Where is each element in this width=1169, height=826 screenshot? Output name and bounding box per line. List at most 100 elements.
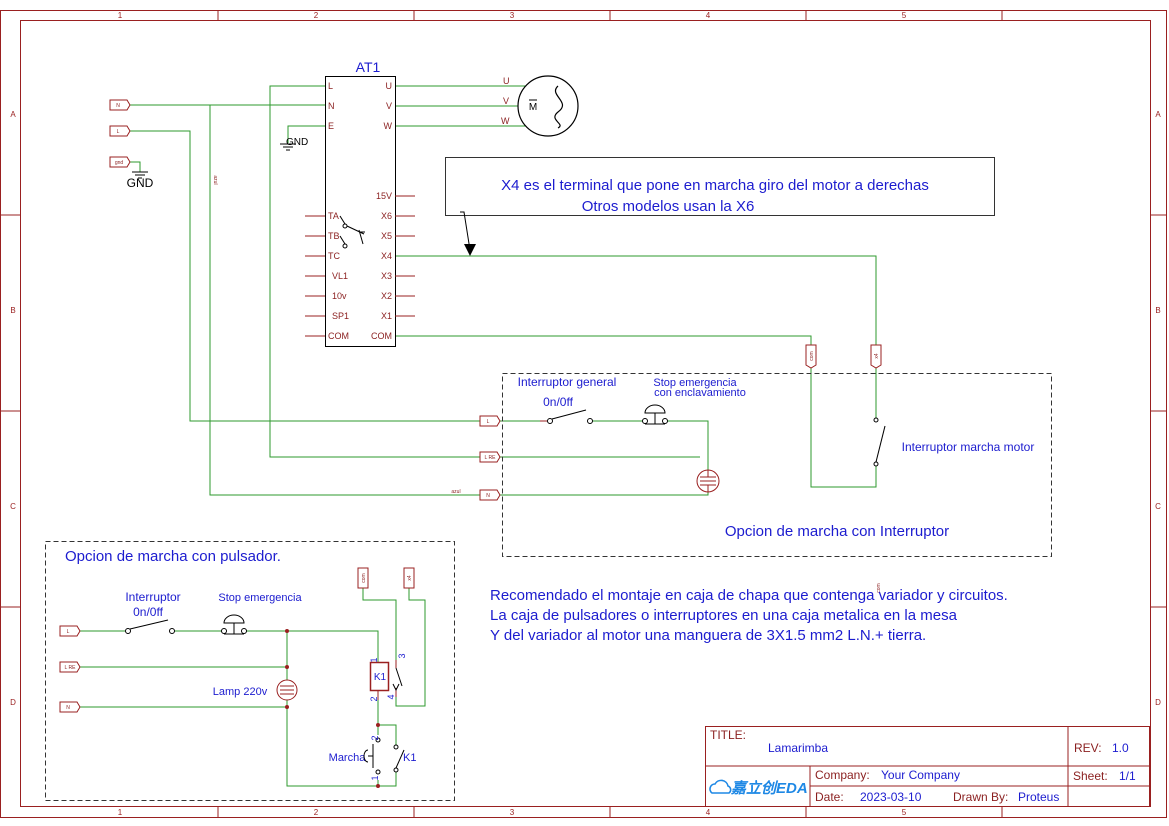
svg-text:W: W [384, 121, 393, 131]
svg-text:gnd: gnd [115, 160, 124, 166]
k1-contact [393, 744, 405, 773]
wire-label: azul [212, 175, 218, 184]
wires [80, 85, 877, 787]
button-pin: 2 [370, 735, 380, 740]
net-flag-n: N [109, 99, 131, 111]
button-option-box: Opcion de marcha con pulsador. Interrupt… [45, 541, 455, 801]
net-flag-n2: N [59, 701, 81, 713]
start-pushbutton: 2 1 [363, 735, 381, 781]
svg-text:N: N [328, 101, 335, 111]
wire-label: azul [451, 489, 460, 495]
right-pin-lines [395, 195, 415, 317]
ground-symbol [132, 171, 148, 179]
svg-text:VL1: VL1 [332, 271, 348, 281]
col-number: 5 [902, 808, 907, 817]
company-value: Your Company [881, 768, 960, 782]
recommendation-line: Y del variador al motor una manguera de … [490, 627, 926, 644]
rev-label: REV: [1074, 741, 1102, 755]
svg-text:N: N [66, 705, 70, 711]
net-flag-l: L [109, 125, 131, 137]
row-letter: D [1155, 698, 1161, 707]
motor-terminal-labels: U V W [501, 76, 510, 126]
svg-text:L: L [487, 419, 490, 425]
col-number: 4 [706, 11, 711, 20]
row-letter: B [10, 306, 15, 315]
recommendation-line: La caja de pulsadores o interruptores en… [490, 607, 958, 624]
svg-text:SP1: SP1 [332, 311, 349, 321]
svg-text:V: V [503, 96, 509, 106]
switch-option-title: Opcion de marcha con Interruptor [725, 523, 949, 540]
switch-option-box: Opcion de marcha con Interruptor Interru… [502, 373, 1052, 557]
button-option-title: Opcion de marcha con pulsador. [65, 548, 281, 565]
emergency-stop [221, 614, 247, 635]
col-number: 5 [902, 11, 907, 20]
gnd-label: GND [286, 137, 308, 148]
logo-text: 嘉立创EDA [730, 779, 808, 797]
left-pin-lines [305, 215, 325, 337]
frame-labels: 1 2 3 4 5 1 2 3 4 5 A B C D A B C D [10, 11, 1161, 817]
svg-text:X4: X4 [381, 251, 392, 261]
svg-text:L: L [328, 81, 333, 91]
run-switch-label: Interruptor marcha motor [902, 440, 1035, 454]
svg-text:x4: x4 [874, 353, 880, 359]
svg-text:W: W [501, 116, 510, 126]
svg-text:N: N [116, 103, 120, 109]
start-button-label: Marcha [329, 752, 367, 764]
relay-label: K1 [374, 672, 387, 683]
col-number: 4 [706, 808, 711, 817]
sheet-value: 1/1 [1119, 769, 1136, 783]
relay-k1: K1 1 2 3 4 [369, 653, 407, 701]
svg-text:TB: TB [328, 231, 340, 241]
relay-contact-label: K1 [403, 752, 416, 764]
svg-text:X3: X3 [381, 271, 392, 281]
net-flag-gnd: gnd [109, 156, 131, 168]
svg-text:L RE: L RE [65, 665, 77, 671]
relay-pin: 3 [397, 653, 407, 658]
svg-text:X6: X6 [381, 211, 392, 221]
svg-text:U: U [386, 81, 393, 91]
switch-state: 0n/0ff [133, 605, 163, 619]
gnd-label: GND [127, 176, 154, 190]
estop-label-2: con enclavamiento [654, 387, 746, 399]
left-pin-labels: L N E TA TB TC VL1 10v SP1 COM [328, 81, 349, 341]
eda-logo: 嘉立创EDA [709, 779, 808, 797]
svg-text:L: L [117, 129, 120, 135]
drawing-frame [0, 10, 1167, 818]
row-letter: A [1155, 110, 1161, 119]
note-line-2: Otros modelos usan la X6 [582, 198, 755, 215]
svg-text:COM: COM [328, 331, 349, 341]
title-block: TITLE: Lamarimba REV: 1.0 Company: Your … [705, 726, 1150, 807]
date-label: Date: [815, 790, 844, 804]
svg-text:com: com [809, 351, 815, 360]
svg-text:X1: X1 [381, 311, 392, 321]
lamp [696, 469, 720, 493]
svg-text:X5: X5 [381, 231, 392, 241]
motor: M U V W [501, 75, 579, 137]
col-number: 3 [510, 808, 515, 817]
drawn-by-label: Drawn By: [953, 790, 1008, 804]
relay-pin: 1 [369, 657, 379, 662]
svg-text:X2: X2 [381, 291, 392, 301]
svg-text:TA: TA [328, 211, 339, 221]
row-letter: D [10, 698, 16, 707]
inverter-designator: AT1 [356, 59, 381, 75]
button-pin: 1 [370, 775, 380, 780]
svg-text:TC: TC [328, 251, 340, 261]
svg-text:N: N [486, 493, 490, 499]
row-letter: C [10, 502, 16, 511]
relay-pin: 2 [369, 696, 379, 701]
main-switch-state: 0n/0ff [543, 395, 573, 409]
onoff-switch [125, 619, 175, 634]
svg-text:U: U [503, 76, 510, 86]
drawn-by-value: Proteus [1018, 790, 1059, 804]
net-flag-x4: x4 [870, 344, 882, 369]
svg-text:L: L [67, 629, 70, 635]
net-flag-com2: com [357, 567, 369, 589]
col-number: 3 [510, 11, 515, 20]
svg-text:com: com [361, 573, 367, 582]
net-flag-lre2: L RE [59, 661, 81, 673]
row-letter: A [10, 110, 16, 119]
run-switch [873, 417, 886, 467]
main-switch [540, 409, 593, 424]
